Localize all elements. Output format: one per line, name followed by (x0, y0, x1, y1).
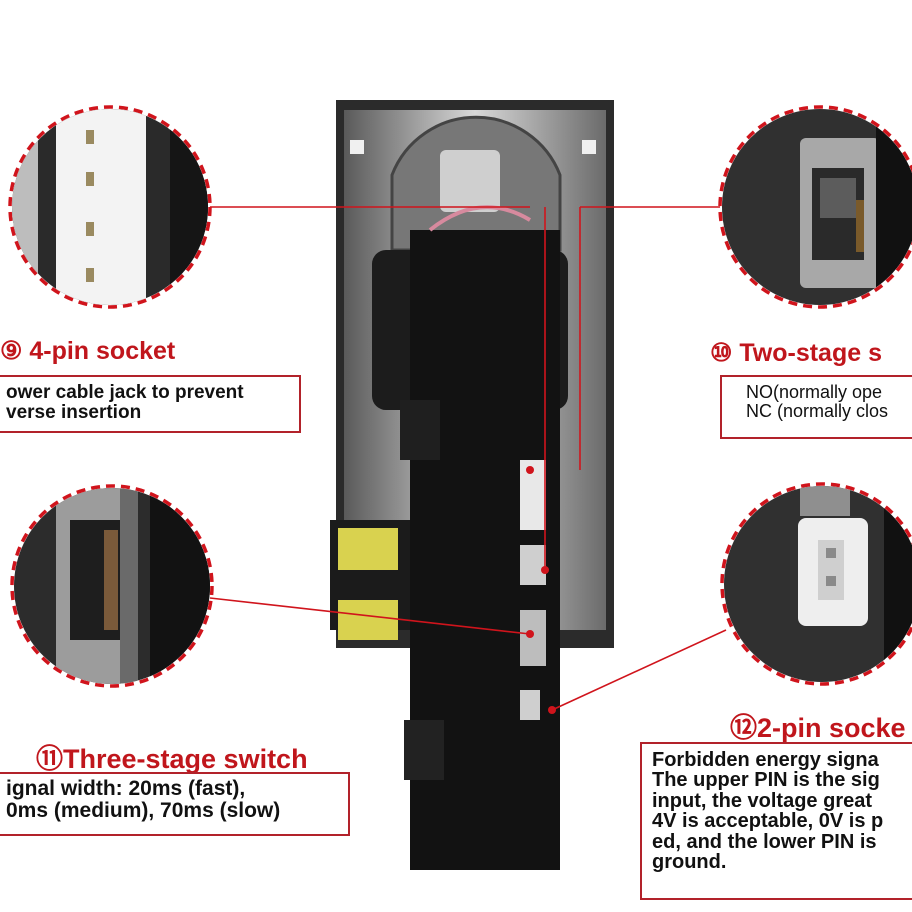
connector-lines (209, 206, 727, 711)
note-line: NO(normally ope (746, 382, 883, 402)
coin-acceptor-device (330, 100, 614, 870)
zoom-4pin-socket (8, 105, 212, 309)
note-line: Forbidden energy signa (652, 749, 879, 771)
zoom-two-stage-switch (718, 105, 912, 309)
zoom-2pin-socket (720, 482, 912, 686)
callout-two-stage-title: ⑩ Two-stage s (710, 339, 882, 367)
note-line: 4V is acceptable, 0V is p (652, 810, 884, 833)
callout-three-stage-note: ignal width: 20ms (fast), 0ms (medium), … (0, 772, 350, 836)
callout-4pin-title: ⑨ 4-pin socket (0, 337, 176, 365)
note-line: ed, and the lower PIN is (652, 830, 877, 853)
zoom-three-stage-switch (10, 484, 214, 688)
note-line: ower cable jack to prevent (6, 382, 244, 403)
note-line: NC (normally clos (746, 400, 889, 421)
note-line: ignal width: 20ms (fast), (6, 777, 246, 800)
note-line: input, the voltage great (652, 789, 873, 812)
note-line: 0ms (medium), 70ms (slow) (6, 799, 281, 823)
note-line: ground. (652, 850, 727, 873)
callout-4pin-note: ower cable jack to prevent verse inserti… (0, 375, 301, 433)
connector-dots (526, 466, 556, 714)
callout-three-stage-title: ⑪Three-stage switch (36, 744, 308, 774)
callout-2pin-note: Forbidden energy signa The upper PIN is … (640, 742, 912, 900)
callout-two-stage-note: NO(normally ope NC (normally clos (720, 375, 912, 439)
callout-2pin-title: ⑫2-pin socke (730, 713, 906, 743)
note-line: verse insertion (6, 401, 142, 423)
note-line: The upper PIN is the sig (652, 769, 880, 792)
